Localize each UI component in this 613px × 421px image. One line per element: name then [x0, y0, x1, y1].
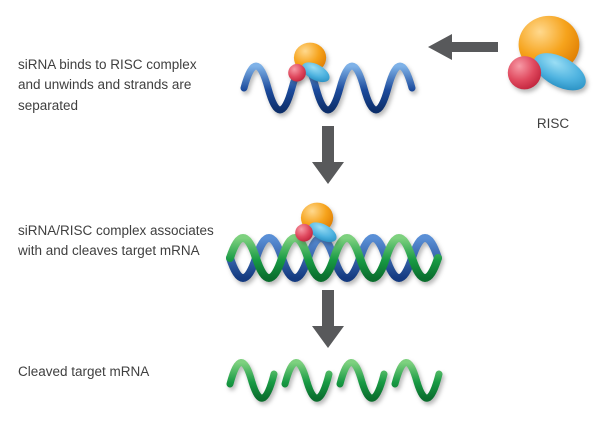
arrow-down-icon	[312, 126, 344, 184]
step3-label: Cleaved target mRNA	[18, 364, 150, 379]
arrow-left-shape	[428, 34, 498, 60]
arrow-down-icon-2	[312, 290, 344, 348]
risc-complex-icon	[507, 15, 592, 99]
cleaved-fragment-4	[391, 359, 443, 402]
step1-label: siRNA binds to RISC complex and unwinds …	[18, 57, 197, 113]
cleaved-mrna-icon	[226, 359, 443, 402]
risc-on-mrna-icon	[295, 202, 340, 247]
risc-label: RISC	[536, 116, 570, 131]
mrna-strand-green	[226, 234, 442, 282]
risc-on-sirna-icon	[288, 42, 333, 87]
arrow-left-icon	[428, 34, 498, 60]
arrow-down-shape-2	[312, 290, 344, 348]
step2-label: siRNA/RISC complex associates with and c…	[18, 223, 214, 259]
cleaved-fragment-3	[336, 359, 388, 402]
sirna-strand-icon	[240, 62, 416, 114]
arrow-down-shape	[312, 126, 344, 184]
mrna-double-strand-icon	[226, 234, 442, 282]
cleaved-fragment-1	[226, 359, 278, 402]
cleaved-fragment-2	[281, 359, 333, 402]
